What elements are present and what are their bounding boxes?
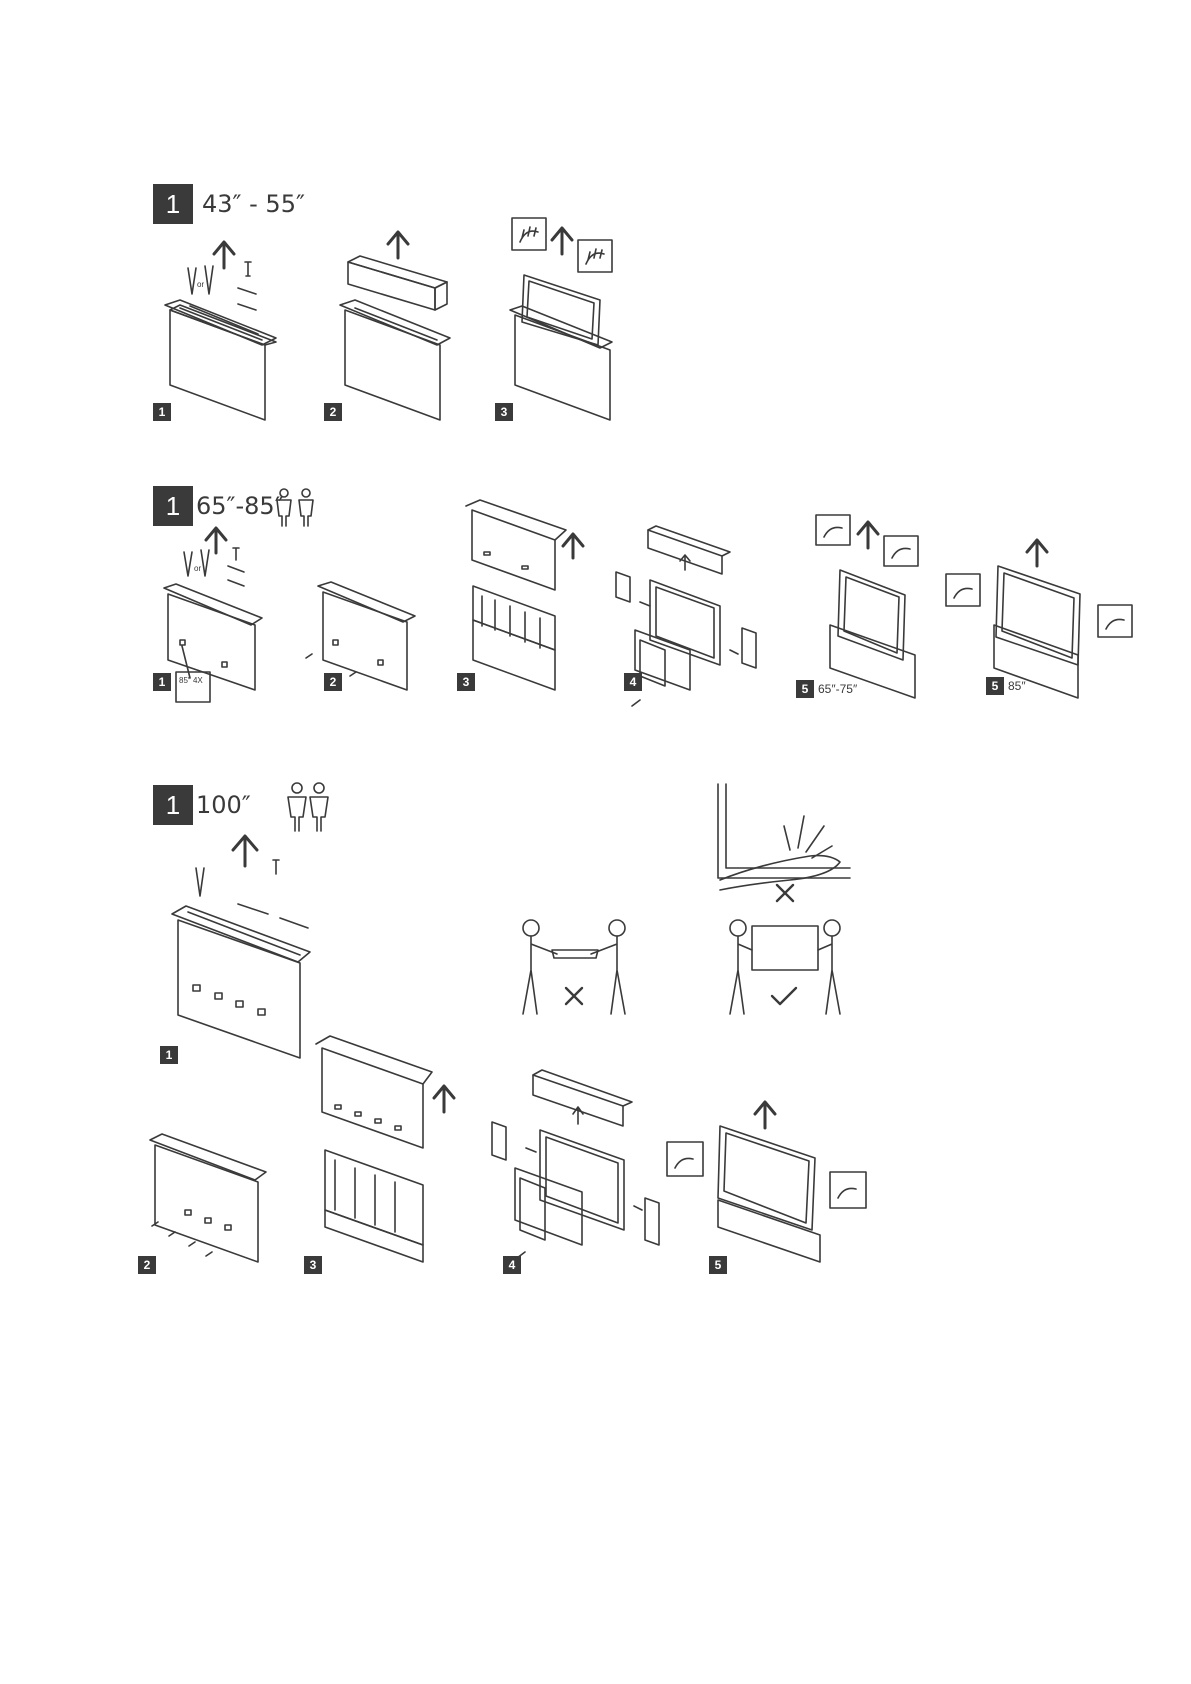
hand-grip-detail-icon: [667, 1142, 866, 1208]
step-badge: 2: [138, 1256, 156, 1274]
arrow-up-icon: [233, 836, 257, 866]
tv-unpack-icon: [492, 1122, 659, 1258]
wrong-carry-icon: [523, 920, 625, 1014]
no-touch-screen-icon: [718, 784, 850, 890]
accessories-icon: [196, 860, 308, 928]
cross-mark-icon: [777, 885, 793, 901]
tv-box-open-icon: [172, 906, 310, 1058]
step-badge: 3: [304, 1256, 322, 1274]
foam-top-icon: [533, 1070, 632, 1126]
cross-mark-icon: [566, 988, 582, 1004]
two-persons-icon: [288, 783, 328, 831]
step-badge: 5: [709, 1256, 727, 1274]
step-badge: 1: [160, 1046, 178, 1064]
step-badge: 4: [503, 1256, 521, 1274]
tv-in-base-icon: [325, 1150, 423, 1262]
tv-lift-icon: [718, 1126, 820, 1262]
box-sleeve-lift-icon: [316, 1036, 432, 1148]
check-mark-icon: [772, 988, 796, 1004]
arrow-up-icon: [755, 1102, 775, 1128]
tv-box-open-icon: [150, 1134, 266, 1262]
arrow-up-icon: [434, 1086, 454, 1112]
